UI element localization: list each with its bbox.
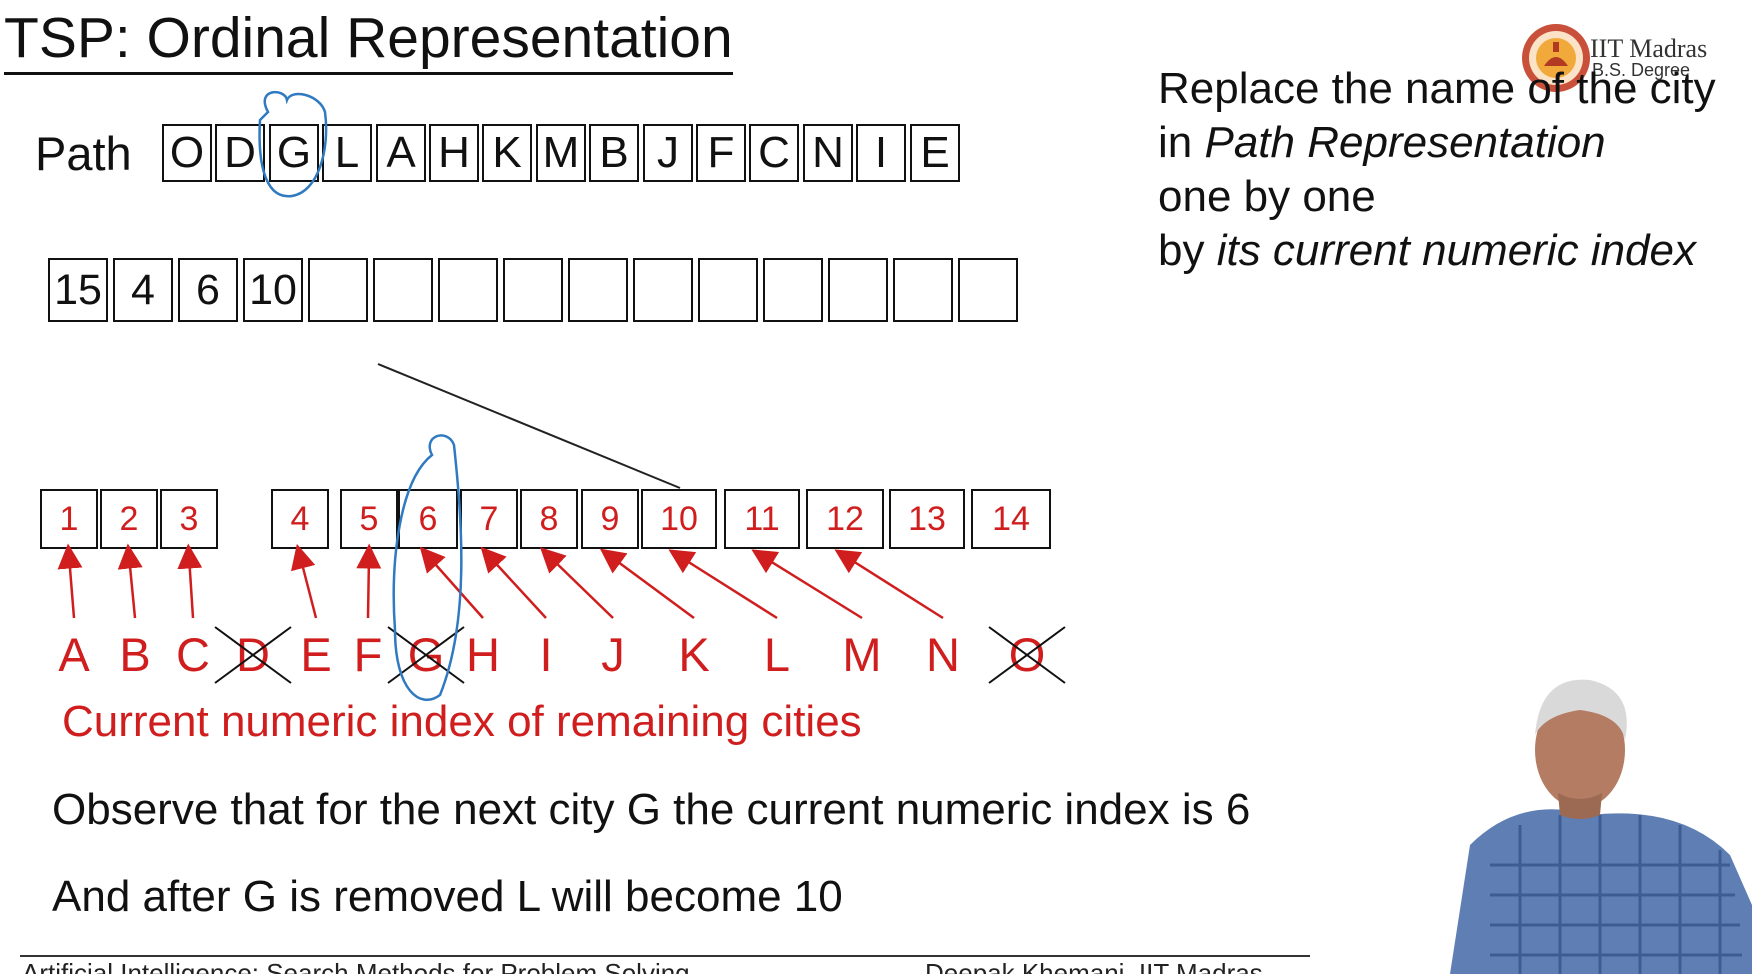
footer-right: Deepak Khemani, IIT Madras [925,958,1263,974]
ordinal-box [503,258,563,322]
ordinal-box [568,258,628,322]
path-city-box: K [482,124,532,182]
index-arrow [57,543,83,619]
index-arrow [117,543,143,619]
city-letter: E [300,628,332,681]
path-city-box: H [429,124,479,182]
path-city-box: E [910,124,960,182]
path-city-box: F [696,124,746,182]
index-box: 1 [40,489,98,549]
index-arrow [751,549,863,620]
index-box: 11 [724,489,800,549]
ordinal-box: 10 [243,258,303,322]
city-letter: K [678,628,710,681]
city-letter: D [236,628,270,681]
city-letter: H [466,628,500,681]
index-arrow [177,543,203,619]
path-city-box: M [536,124,586,182]
footer-left: Artificial Intelligence: Search Methods … [22,958,690,974]
ordinal-box [373,258,433,322]
index-arrow [668,549,778,620]
ordinal-box [698,258,758,322]
index-box: 12 [806,489,884,549]
ordinal-box [308,258,368,322]
slide-title: TSP: Ordinal Representation [4,6,733,75]
path-city-box: N [803,124,853,182]
city-letter: B [119,628,151,681]
city-letter: C [176,628,210,681]
ordinal-box: 6 [178,258,238,322]
city-letter: J [601,628,625,681]
city-letter: A [58,628,90,681]
path-city-box: J [643,124,693,182]
observation-2: And after G is removed L will become 10 [52,872,843,921]
description-line-2: in Path Representation [1158,118,1606,167]
city-letter: G [407,628,445,681]
index-arrows [57,543,944,620]
index-arrow [291,543,318,619]
city-letter: M [842,628,882,681]
index-arrow [834,549,944,620]
index-arrow [356,543,382,619]
city-letter: O [1008,628,1046,681]
index-box: 13 [889,489,965,549]
index-box: 7 [460,489,518,549]
description: Replace the name of the city in Path Rep… [1158,62,1716,278]
city-letter: I [539,628,553,681]
ordinal-box [828,258,888,322]
index-arrow [419,546,484,619]
city-letter: L [763,628,791,681]
path-city-box: C [749,124,799,182]
logo-subtitle: B.S. Degree [1592,60,1691,80]
ordinal-box [958,258,1018,322]
caption: Current numeric index of remaining citie… [62,697,862,746]
index-box: 10 [641,489,717,549]
index-arrow [599,548,695,620]
index-box: 9 [581,489,639,549]
city-letter: N [926,628,960,681]
ordinal-box: 4 [113,258,173,322]
path-label: Path [35,127,132,180]
path-city-box: O [162,124,212,182]
observation-1: Observe that for the next city G the cur… [52,785,1251,834]
description-line-4: by its current numeric index [1158,226,1696,275]
index-box: 2 [100,489,158,549]
ordinal-box [763,258,823,322]
path-city-box: B [589,124,639,182]
path-city-box: A [376,124,426,182]
path-city-box: L [322,124,372,182]
index-arrow [540,547,614,619]
iit-madras-seal-icon [1522,24,1590,92]
index-box: 3 [160,489,218,549]
index-box: 6 [398,489,458,549]
path-city-box: D [215,124,265,182]
description-line-1: Replace the name of the city [1158,64,1716,113]
city-letter: F [353,628,383,681]
ordinal-box [893,258,953,322]
logo-name: IIT Madras [1590,34,1708,63]
ordinal-box: 15 [48,258,108,322]
path-city-box: G [269,124,319,182]
index-arrow [480,546,547,619]
description-line-3: one by one [1158,172,1376,221]
index-box: 14 [971,489,1051,549]
ordinal-box [633,258,693,322]
index-box: 4 [271,489,329,549]
path-city-box: I [856,124,906,182]
index-box: 8 [520,489,578,549]
index-box: 5 [340,489,398,549]
ordinal-box [438,258,498,322]
presenter-video [1430,665,1752,974]
pointer-line [377,363,681,489]
footer-rule [20,955,1310,957]
